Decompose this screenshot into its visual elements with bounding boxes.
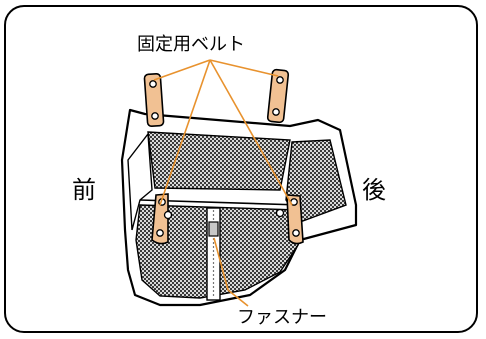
zipper-leader-line [213,237,249,307]
lower-belt-right [275,194,304,245]
belt-label: 固定用ベルト [137,34,245,55]
zipper-label: ファスナー [237,307,327,328]
back-label: 後 [362,176,386,204]
front-label: 前 [72,176,96,204]
upper-belt-right [266,68,290,124]
zipper-pull [208,221,219,237]
lower-belt-left [151,193,173,245]
upper-belt-left [143,72,165,128]
bag-body [120,108,358,307]
belt-leader-lines [153,59,293,206]
diagram-frame [4,5,478,333]
back-mesh-panel [147,131,291,191]
